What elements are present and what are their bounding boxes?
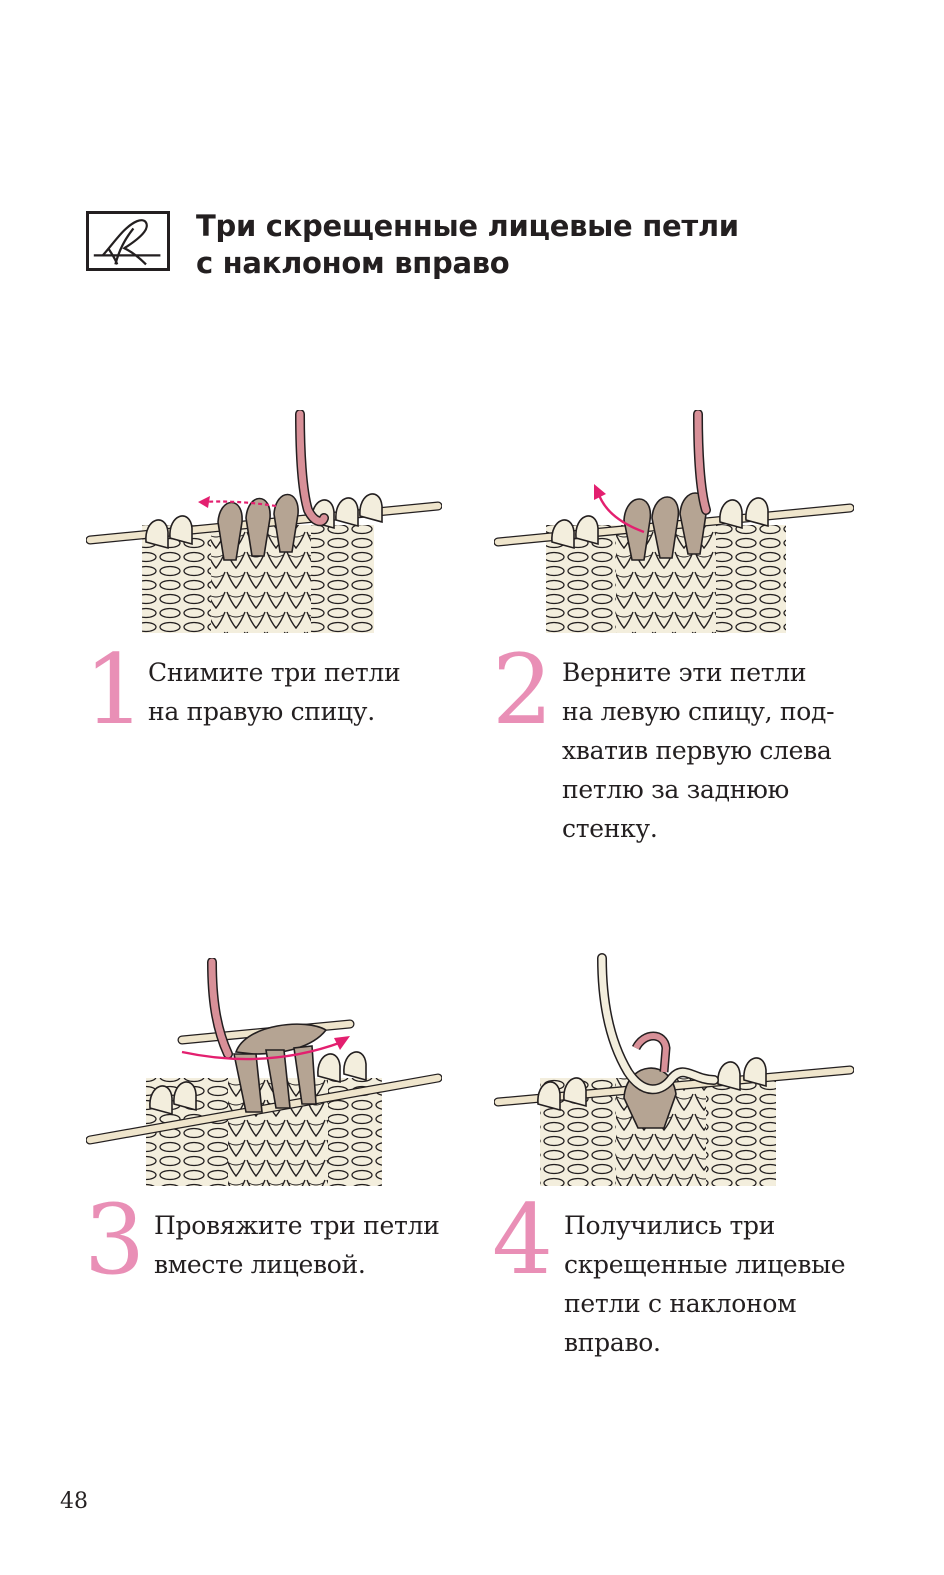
- title-line: Три скрещенные лицевые петли: [196, 209, 739, 243]
- step-1-text: Снимите три петли на правую спицу.: [148, 653, 401, 731]
- step-line: скрещенные лицевые: [564, 1250, 846, 1279]
- step-line: на правую спицу.: [148, 697, 375, 726]
- title-line: с наклоном вправо: [196, 246, 510, 280]
- page-number: 48: [60, 1489, 88, 1514]
- step-line: Получились три: [564, 1211, 776, 1240]
- page-title: Три скрещенные лицевые петли с наклоном …: [196, 208, 816, 282]
- step-3-illustration: [86, 958, 442, 1190]
- step-line: хватив первую слева: [562, 736, 832, 765]
- step-1-illustration: [86, 410, 442, 638]
- step-2-illustration: [494, 410, 854, 638]
- step-line: Провяжите три петли: [154, 1211, 440, 1240]
- step-line: петлю за заднюю: [562, 775, 789, 804]
- step-2-number: 2: [492, 634, 554, 746]
- step-3-text: Провяжите три петли вместе лицевой.: [154, 1206, 440, 1284]
- step-4-illustration: [494, 952, 854, 1190]
- stitch-symbol-icon: [86, 211, 170, 271]
- step-line: Верните эти петли: [562, 658, 807, 687]
- step-line: петли с наклоном: [564, 1289, 797, 1318]
- step-3-number: 3: [84, 1184, 146, 1296]
- step-line: вместе лицевой.: [154, 1250, 366, 1279]
- step-4-text: Получились три скрещенные лицевые петли …: [564, 1206, 846, 1362]
- step-line: Снимите три петли: [148, 658, 401, 687]
- step-line: стенку.: [562, 814, 658, 843]
- step-line: на левую спицу, под-: [562, 697, 835, 726]
- step-1-number: 1: [84, 634, 146, 746]
- step-4-number: 4: [492, 1184, 554, 1296]
- step-2-text: Верните эти петли на левую спицу, под- х…: [562, 653, 835, 848]
- step-line: вправо.: [564, 1328, 661, 1357]
